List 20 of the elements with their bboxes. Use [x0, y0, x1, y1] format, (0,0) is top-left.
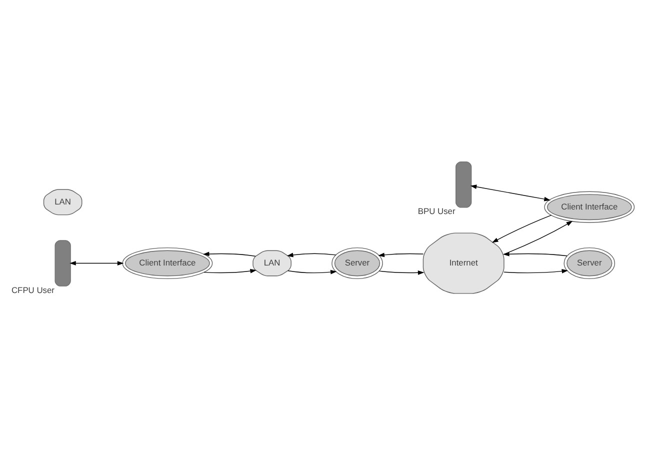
arrow: [286, 252, 336, 257]
arrow: [470, 184, 551, 201]
arrow: [492, 214, 552, 242]
arrow: [288, 269, 337, 274]
node-ellipse: Server: [332, 246, 383, 279]
arrow: [378, 270, 424, 274]
node-label: CFPU User: [11, 284, 54, 294]
arrow: [504, 268, 568, 273]
node-ellipse: Client Interface: [122, 246, 213, 279]
arrow: [202, 251, 256, 256]
node-ellipse: Server: [564, 246, 616, 279]
arrow: [504, 220, 573, 254]
node-ellipse: Internet: [422, 232, 504, 294]
arrow: [502, 251, 568, 256]
arrow: [378, 252, 424, 257]
node-person: [456, 160, 472, 208]
node-person: [54, 240, 71, 286]
arrow: [70, 260, 124, 265]
arrow: [204, 268, 257, 273]
node-label: BPU User: [418, 206, 456, 216]
